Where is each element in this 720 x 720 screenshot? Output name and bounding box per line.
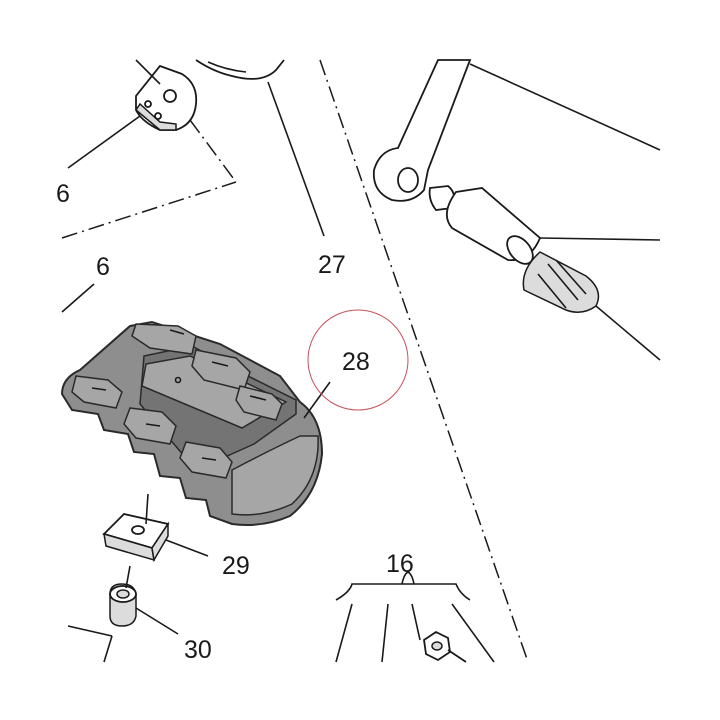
callout-30: 30 [184,636,212,664]
callout-27: 27 [318,251,346,279]
square-nut [102,493,170,563]
leader-lines [61,63,661,663]
bushing [109,565,137,627]
callout-29: 29 [222,552,250,580]
callout-6-top: 6 [56,180,70,208]
footpeg-rubber-pad [60,320,324,526]
callout-28: 28 [342,348,370,376]
lever-fragment [195,59,285,80]
bracket-part [135,59,198,131]
shaft-assembly [372,59,600,313]
bolt-set [335,571,495,663]
callout-16: 16 [386,550,414,578]
callout-28-highlight-circle [307,309,409,411]
center-lines [61,59,529,663]
callout-6-mid: 6 [96,253,110,281]
